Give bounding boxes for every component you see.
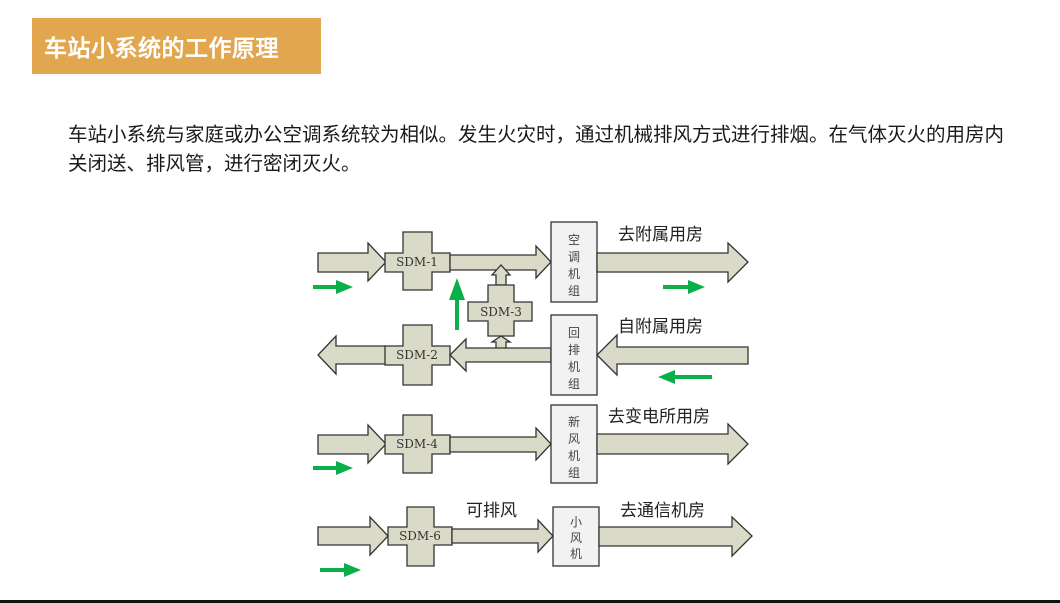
flow-arrow-icon (313, 461, 353, 475)
unit-fresh-label-1: 新 (568, 414, 580, 429)
flow-arrow-icon (313, 280, 353, 294)
unit-ac-label-1: 空 (568, 233, 580, 247)
damper-label-sdm-1: SDM-1 (396, 255, 438, 269)
damper-label-sdm-3: SDM-3 (480, 305, 522, 319)
bypass-sdm-3: SDM-3 (449, 264, 533, 350)
damper-cross-sdm-1 (384, 231, 451, 291)
unit-fresh-air (550, 404, 598, 484)
outlet-pipe-arrow-1 (596, 241, 749, 284)
unit-fan-label-1: 小 (570, 515, 582, 529)
damper-label-sdm-2: SDM-2 (396, 348, 438, 362)
flow-arrow-icon (449, 278, 465, 330)
exhaust-pipe-arrow-2 (317, 334, 387, 376)
unit-fresh-label-4: 组 (568, 466, 580, 480)
inlet-pipe-arrow-4 (317, 515, 389, 557)
unit-ac-label-2: 调 (568, 250, 580, 264)
unit-return-label-3: 机 (568, 360, 580, 374)
unit-ac-label-4: 组 (568, 284, 580, 298)
row-fresh-air-unit: SDM-4 新 风 机 组 去变电所用房 (313, 404, 749, 484)
damper-cross-sdm-2 (384, 324, 451, 386)
inlet-pipe-arrow-1 (317, 241, 387, 283)
destination-label-2: 自附属用房 (618, 317, 703, 337)
pipe-to-small-fan (451, 518, 554, 554)
unit-return-label-2: 排 (568, 343, 580, 357)
unit-fresh-label-3: 机 (568, 449, 580, 463)
up-arrow-to-row1 (490, 264, 512, 286)
pipe-from-return-unit (449, 337, 552, 373)
destination-label-3: 去变电所用房 (608, 407, 710, 427)
up-arrow-from-row2 (489, 335, 513, 350)
annotation-exhaust-possible: 可排风 (466, 501, 517, 521)
unit-ac (550, 221, 598, 303)
flow-arrow-icon (658, 370, 712, 384)
damper-cross-sdm-6 (387, 506, 453, 567)
unit-return-label-4: 组 (568, 377, 580, 391)
flow-arrow-icon (320, 563, 361, 577)
unit-return (550, 314, 598, 396)
unit-return-label-1: 回 (568, 326, 580, 340)
unit-ac-label-3: 机 (568, 267, 580, 281)
bottom-divider (0, 600, 1060, 603)
outlet-pipe-arrow-4 (598, 515, 753, 558)
destination-label-4: 去通信机房 (620, 501, 705, 521)
unit-fan-label-3: 机 (570, 547, 582, 561)
description-paragraph: 车站小系统与家庭或办公空调系统较为相似。发生火灾时，通过机械排风方式进行排烟。在… (68, 123, 1005, 175)
unit-fan-label-2: 风 (570, 531, 582, 545)
damper-label-sdm-4: SDM-4 (396, 437, 438, 451)
unit-fresh-label-2: 风 (568, 432, 580, 446)
inlet-pipe-arrow-2 (596, 333, 749, 377)
section-title-banner: 车站小系统的工作原理 (32, 18, 321, 74)
inlet-pipe-arrow-3 (317, 423, 387, 465)
damper-cross-sdm-4 (384, 414, 451, 474)
row-small-fan: SDM-6 可排风 小 风 机 去通信机房 (317, 501, 753, 577)
outlet-pipe-arrow-3 (596, 422, 749, 466)
pipe-to-ac-unit (449, 244, 552, 280)
damper-label-sdm-6: SDM-6 (399, 529, 441, 543)
flow-arrow-icon (663, 280, 705, 294)
row-ac-unit: SDM-1 空 调 机 组 去附属用房 (313, 221, 749, 303)
unit-small-fan (552, 506, 600, 567)
pipe-to-fresh-air-unit (449, 426, 552, 462)
section-title: 车站小系统的工作原理 (44, 36, 279, 62)
damper-cross-sdm-3 (467, 284, 533, 337)
destination-label-1: 去附属用房 (618, 225, 703, 245)
row-return-unit: SDM-2 回 排 机 组 自附属用房 (317, 314, 749, 396)
